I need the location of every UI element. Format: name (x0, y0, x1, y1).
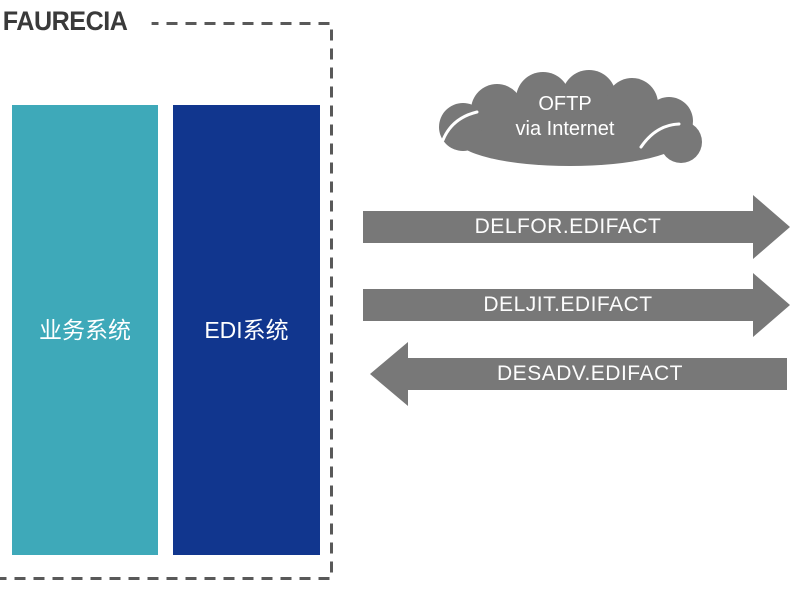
cloud-label-line2: via Internet (515, 118, 615, 140)
business-system-bar (12, 105, 158, 555)
desadv-arrow-left (370, 342, 787, 406)
business-system-label: 业务系统 (39, 317, 131, 343)
edi-system-bar (173, 105, 320, 555)
cloud-label: OFTP via Internet (440, 92, 690, 142)
edi-system-label: EDI系统 (204, 317, 289, 343)
deljit-arrow-label: DELJIT.EDIFACT (483, 293, 653, 316)
desadv-arrow-label: DESADV.EDIFACT (497, 362, 683, 385)
cloud-icon (439, 70, 702, 166)
faurecia-boundary-box (0, 22, 333, 580)
delfor-arrow-right (363, 195, 790, 259)
delfor-arrow-label: DELFOR.EDIFACT (474, 215, 662, 238)
cloud-label-line1: OFTP (538, 93, 592, 115)
company-title: FAURECIA (0, 4, 152, 41)
deljit-arrow-right (363, 273, 790, 337)
